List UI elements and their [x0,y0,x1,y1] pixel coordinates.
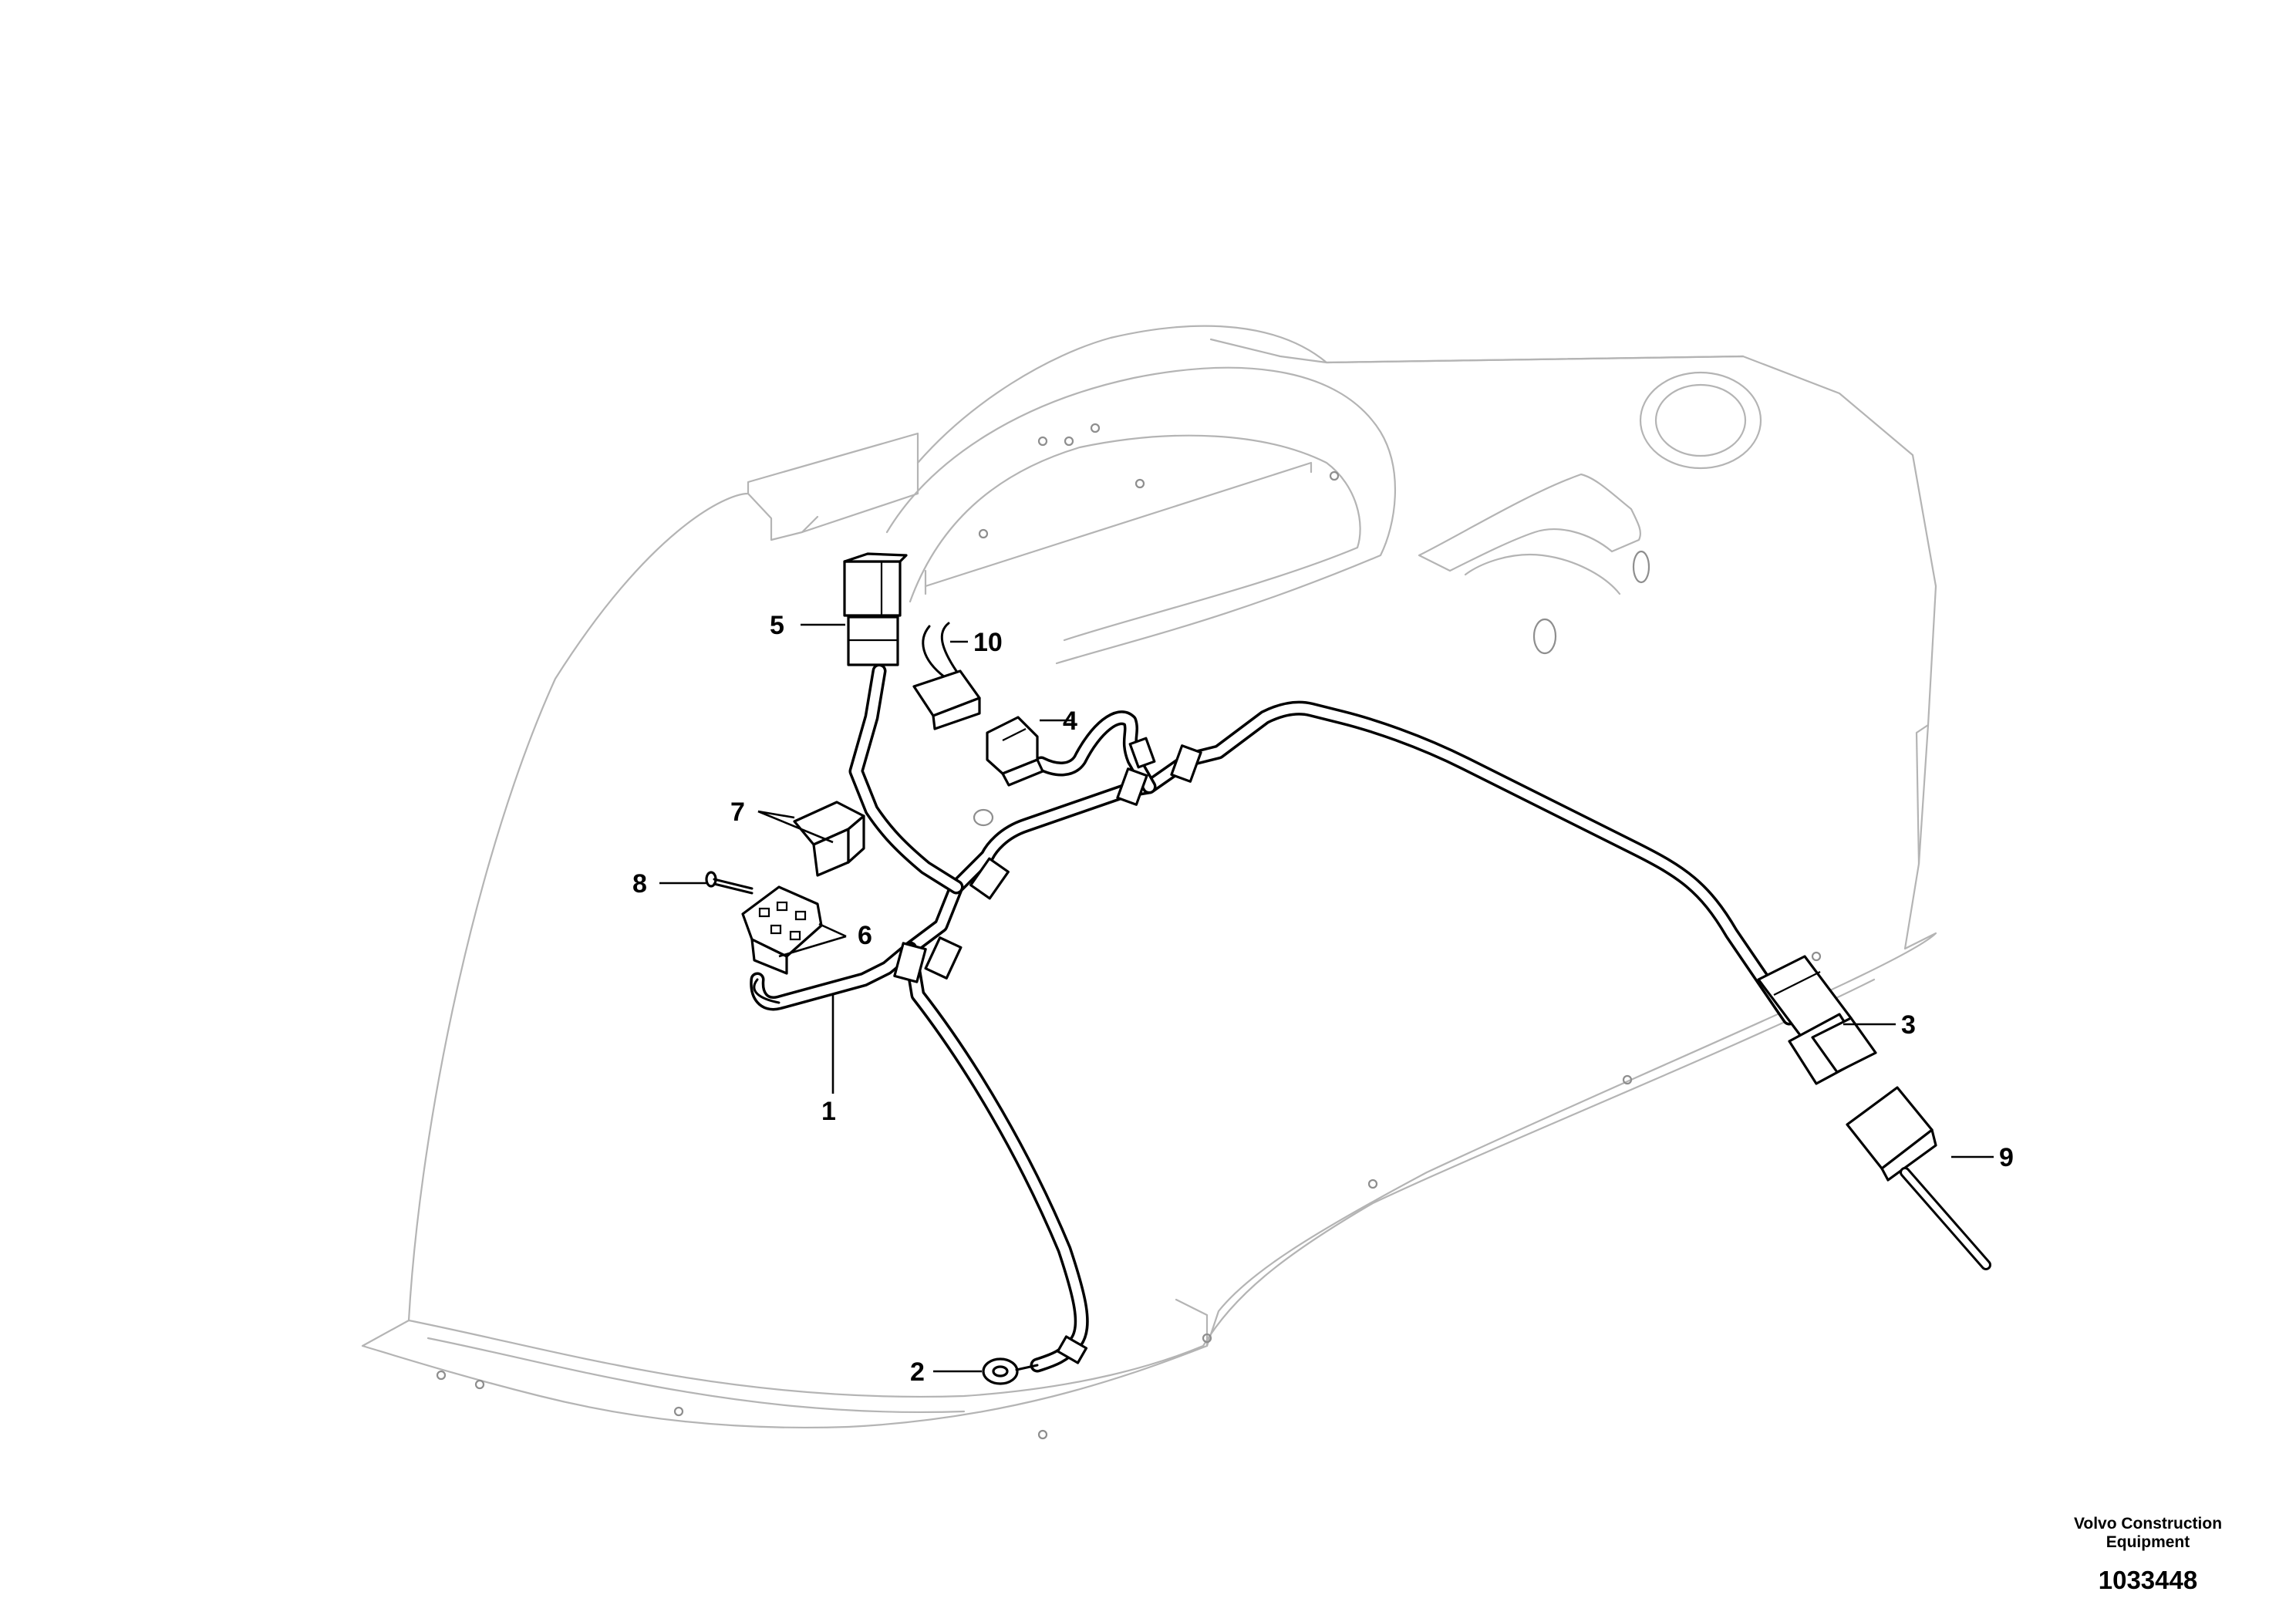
connector-3 [1757,955,1877,1085]
connector-5 [843,552,908,666]
callout-7: 7 [730,798,745,827]
body-panel-outline [361,325,1937,1440]
drawing-number: 1033448 [2099,1566,2197,1594]
callout-10: 10 [973,628,1003,657]
callout-4: 4 [1063,706,1077,736]
relay-base-6 [741,885,823,975]
callout-6: 6 [858,921,872,950]
connector-4 [986,716,1044,787]
callout-9: 9 [1999,1143,2014,1172]
wiring-harness [750,663,1797,1373]
callout-8: 8 [632,869,647,899]
connector-10 [912,622,981,730]
publisher-block: Volvo Construction Equipment 1033448 [2074,1515,2222,1594]
publisher-line-2: Equipment [2106,1533,2190,1551]
callout-labels: 1 2 3 4 5 6 7 8 9 10 [632,611,2014,1387]
callout-3: 3 [1901,1010,1916,1040]
connector-9 [1846,1086,1991,1270]
leader-lines [659,623,1994,1373]
ring-terminal-2 [982,1357,1039,1385]
publisher-line-1: Volvo Construction [2074,1515,2222,1533]
screw-8 [705,871,754,895]
relay-7 [793,801,865,877]
callout-5: 5 [770,611,784,640]
callout-1: 1 [821,1097,836,1126]
callout-2: 2 [910,1357,925,1387]
